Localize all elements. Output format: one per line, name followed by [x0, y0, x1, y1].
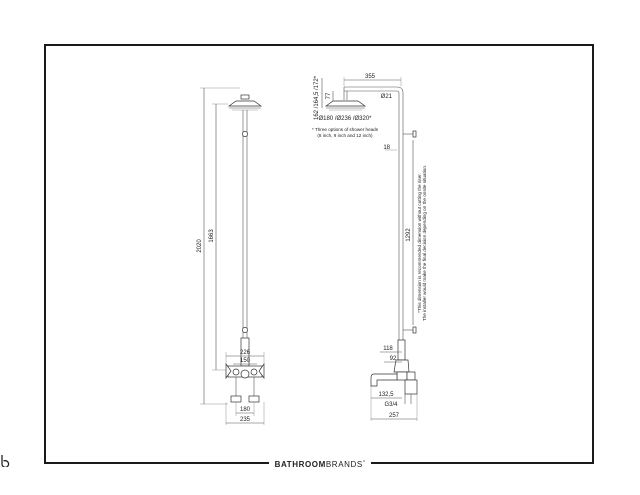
adjust-note-1: *This dimension is recommended dimension…: [417, 173, 422, 313]
total-height-label: 2020: [197, 239, 203, 253]
thread-label: G3/4: [384, 402, 398, 408]
adjust-note-2: The installer would make the final decis…: [422, 165, 427, 321]
overall-width-label: 235: [240, 417, 251, 423]
front-riser: [242, 110, 248, 338]
adjust-length-label: 1292: [406, 228, 412, 242]
brand-name: BATHROOMBRANDS°: [275, 460, 366, 469]
front-vertical-dimensions: 2020 1663: [197, 87, 240, 405]
brand-name-light: BRANDS: [325, 459, 363, 469]
spout-reach-label: 132,5: [378, 392, 394, 398]
head-diameters-label: Ø180 /Ø236 /Ø320*: [318, 116, 372, 122]
front-top-dimensions: 226 150: [225, 350, 265, 366]
side-riser: [398, 93, 417, 340]
front-mixer: [225, 337, 265, 403]
head-heights-label: 162 /164,5 /172*: [314, 75, 320, 120]
centers-label: 180: [240, 407, 251, 413]
front-shower-head: [227, 94, 263, 111]
brand-logo-icon: [1, 455, 10, 467]
mixer-depth-label: 118: [383, 346, 393, 352]
pipe-diameter-label: Ø21: [381, 94, 393, 100]
offset-label: 18: [383, 145, 390, 151]
overall-depth-label: 257: [389, 413, 400, 419]
riser-height-label: 1663: [209, 229, 215, 243]
brand-name-bold: BATHROOM: [274, 459, 326, 469]
side-view: 355 162 /164,5 /172* 77 Ø180 /Ø236 /Ø320…: [312, 74, 427, 421]
front-bottom-dimensions: 180 235: [225, 402, 265, 425]
outer-width-top-label: 226: [240, 350, 251, 356]
brand-lockup: BATHROOMBRANDS°: [1, 455, 372, 469]
side-shower-head: [324, 100, 367, 111]
shower-head-note-2: (8 inch, 9 inch and 12 inch): [317, 133, 373, 138]
arm-length-label: 355: [365, 74, 376, 80]
side-mixer: [370, 339, 418, 404]
shower-head-note-1: * Three options of shower heads: [312, 127, 379, 132]
front-view: 2020 1663 226 150 180 235: [197, 87, 265, 425]
footer-brand: BATHROOMBRANDS°: [0, 454, 640, 474]
head-drop-label: 77: [326, 92, 332, 99]
mixer-center-label: 92: [390, 356, 397, 362]
inner-width-top-label: 150: [240, 358, 251, 364]
side-arm: [343, 86, 404, 100]
brand-registered-mark: °: [362, 459, 366, 466]
